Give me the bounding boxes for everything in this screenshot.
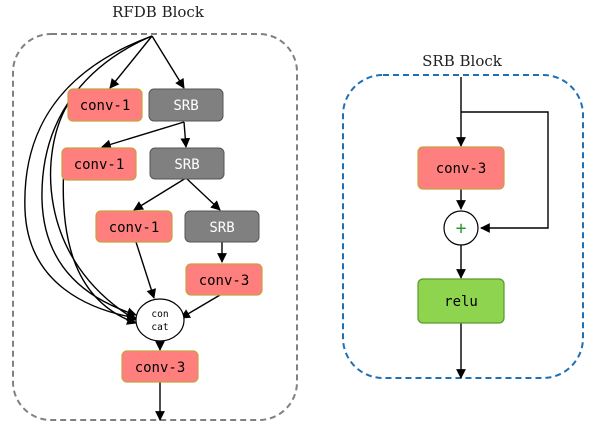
rfdb-edges: [24, 35, 227, 421]
add-icon: +: [456, 218, 467, 239]
rfdb-title: RFDB Block: [112, 3, 205, 21]
rfdb-srb-label-2: SRB: [174, 157, 199, 173]
rfdb-conv3-node-1: conv-3: [185, 263, 263, 296]
srb-frame: [342, 74, 584, 379]
rfdb-conv3-output-label: conv-3: [135, 360, 186, 376]
srb-relu-label: relu: [444, 294, 478, 310]
rfdb-srb-label-3: SRB: [209, 220, 234, 236]
rfdb-concat-node: con cat: [135, 298, 185, 342]
rfdb-srb-node-3: SRB: [184, 210, 260, 243]
rfdb-conv1-label-1: conv-1: [80, 98, 131, 114]
rfdb-frame: [12, 33, 298, 421]
rfdb-conv1-label-2: conv-1: [74, 157, 125, 173]
rfdb-concat-label-1: con: [151, 309, 168, 320]
rfdb-conv1-node-3: conv-1: [95, 210, 173, 243]
rfdb-conv3-output-node: conv-3: [121, 350, 199, 383]
srb-block: SRB Block conv-3 + relu: [342, 52, 584, 379]
rfdb-conv1-label-3: conv-1: [109, 220, 160, 236]
srb-edges: [456, 77, 549, 379]
rfdb-srb-node-2: SRB: [149, 147, 225, 180]
srb-relu-node: relu: [417, 278, 505, 324]
srb-conv3-node: conv-3: [417, 146, 505, 190]
rfdb-srb-node-1: SRB: [148, 88, 224, 122]
srb-title: SRB Block: [422, 52, 503, 70]
srb-conv3-label: conv-3: [436, 161, 487, 177]
rfdb-block: RFDB Block conv-1 SRB: [12, 3, 298, 421]
rfdb-conv1-node-1: conv-1: [67, 88, 143, 122]
srb-add-node: +: [443, 210, 479, 246]
rfdb-conv1-node-2: conv-1: [61, 147, 137, 181]
rfdb-srb-label-1: SRB: [173, 98, 198, 114]
rfdb-concat-label-2: cat: [151, 322, 168, 333]
rfdb-conv3-label-1: conv-3: [199, 273, 250, 289]
